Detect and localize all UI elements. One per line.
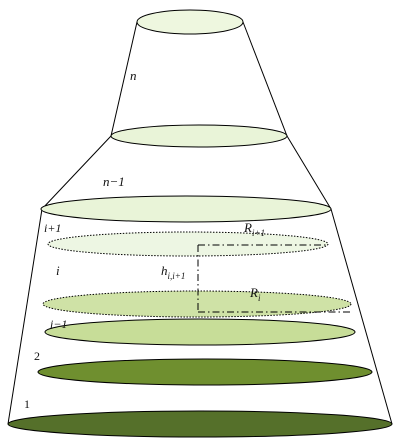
disk-level-1: [7, 410, 393, 438]
label-height-main: h: [161, 263, 168, 278]
disk-top: [136, 9, 244, 35]
label-radius-i-plus-1: Ri+1: [243, 220, 265, 238]
disk-level-i-minus-1: [44, 318, 356, 346]
label-i-minus-1: i−1: [50, 317, 67, 331]
label-i: i: [56, 263, 60, 278]
label-height-subscript: i,i+1: [168, 271, 186, 281]
disk-level-i-plus-1: [47, 231, 329, 257]
outline-top-left: [110, 21, 138, 137]
label-radius-top-subscript: i+1: [252, 228, 265, 238]
label-1: 1: [24, 397, 30, 411]
label-radius-bottom-subscript: i: [258, 293, 261, 303]
label-2: 2: [34, 349, 40, 363]
outline-mid-left: [41, 135, 112, 210]
dimension-guides: [197, 244, 352, 313]
outline-low-left: [7, 208, 43, 425]
label-radius-bottom-main: R: [249, 285, 258, 300]
label-n-minus-1: n−1: [103, 174, 125, 189]
frustum-outline: [7, 21, 393, 425]
label-radius-top-main: R: [243, 220, 252, 235]
disk-section-n-bottom: [110, 124, 288, 148]
label-i-plus-1: i+1: [44, 221, 61, 235]
label-height: hi,i+1: [161, 263, 185, 281]
disk-level-2: [37, 358, 373, 386]
outline-low-right: [330, 208, 393, 425]
disk-section-n-minus-1-bottom: [40, 195, 332, 223]
label-radius-i: Ri: [249, 285, 261, 303]
outline-mid-right: [286, 135, 332, 210]
label-n: n: [130, 68, 137, 83]
outline-top-right: [242, 21, 288, 137]
disk-level-i: [42, 290, 352, 318]
